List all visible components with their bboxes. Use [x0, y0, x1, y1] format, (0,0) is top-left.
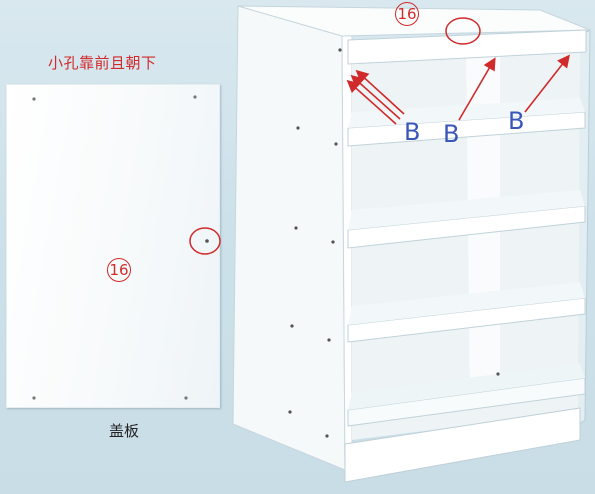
screw-hole: [288, 410, 292, 414]
panel-small-hole: [205, 239, 209, 243]
orientation-note: 小孔靠前且朝下: [48, 54, 157, 72]
panel-hole: [32, 396, 36, 400]
cabinet-base: [344, 407, 581, 483]
panel-part-number: 16: [107, 258, 131, 282]
panel-hole: [32, 97, 36, 101]
label-b-2: B: [443, 120, 460, 148]
cabinet-left-side: [232, 5, 346, 471]
label-b-1: B: [404, 118, 421, 146]
arrow-b1c: [346, 79, 397, 125]
label-b-3: B: [508, 107, 525, 135]
top-hole-highlight-circle: [445, 17, 481, 45]
arrow-b3: [524, 54, 570, 113]
screw-hole: [327, 338, 331, 342]
screw-hole: [294, 226, 298, 230]
side-screw-holes: [288, 48, 500, 438]
arrow-b1b: [350, 74, 401, 120]
top-rail: [347, 29, 587, 65]
screw-hole: [296, 126, 300, 130]
hole-highlight-circle: [189, 227, 221, 255]
screw-hole: [334, 142, 338, 146]
top-part-number: 16: [395, 2, 419, 26]
screw-hole: [496, 372, 500, 376]
panel-hole: [184, 396, 188, 400]
arrows: [346, 54, 570, 125]
shelf-3-surface: [348, 282, 585, 325]
screw-hole: [325, 434, 329, 438]
shelf-2-surface: [348, 190, 585, 230]
arrow-b1a: [355, 69, 405, 115]
shelf-1-surface: [348, 98, 585, 128]
screw-hole: [338, 48, 342, 52]
panel-hole: [193, 95, 197, 99]
screw-hole: [290, 324, 294, 328]
arrow-b2: [458, 57, 496, 121]
panel-caption: 盖板: [109, 422, 140, 440]
cover-panel: [6, 84, 220, 408]
shelf-1: [347, 111, 586, 147]
screw-hole: [331, 240, 335, 244]
shelf-4-surface: [348, 364, 585, 410]
